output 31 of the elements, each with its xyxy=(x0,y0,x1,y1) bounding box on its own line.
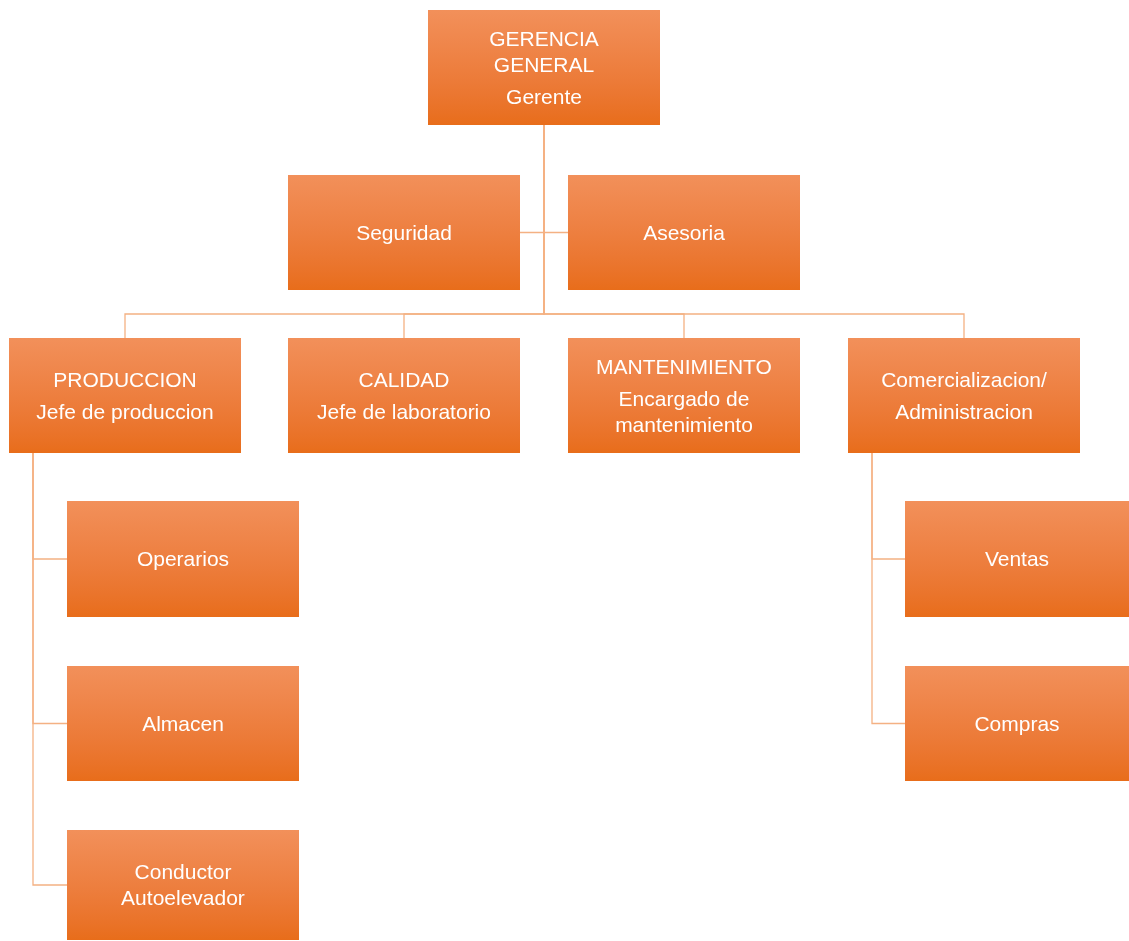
box-text: Jefe de laboratorio xyxy=(317,398,491,425)
org-box xyxy=(905,501,1129,617)
org-box xyxy=(848,338,1080,453)
box-text: Seguridad xyxy=(356,219,452,246)
org-box xyxy=(67,501,299,617)
box-text: Almacen xyxy=(142,710,224,737)
box-text: Administracion xyxy=(895,398,1033,425)
box-heading: GERENCIA GENERAL xyxy=(488,25,600,78)
org-box xyxy=(288,175,520,290)
org-box xyxy=(9,338,241,453)
connector-line xyxy=(871,452,906,725)
box-heading: Comercializacion/ xyxy=(881,366,1047,393)
box-heading: CALIDAD xyxy=(358,366,450,393)
box-text: Gerente xyxy=(506,83,582,110)
org-box xyxy=(428,10,660,125)
box-text: Encargado de mantenimiento xyxy=(614,385,754,438)
box-text: Asesoria xyxy=(643,219,725,246)
org-box xyxy=(67,830,299,940)
org-box xyxy=(568,175,800,290)
box-text: Jefe de produccion xyxy=(36,398,214,425)
org-box xyxy=(905,666,1129,781)
box-heading: MANTENIMIENTO xyxy=(596,353,772,380)
box-text: Ventas xyxy=(984,546,1050,572)
box-text: Conductor Autoelevador xyxy=(120,859,246,911)
org-box xyxy=(568,338,800,453)
box-text: Compras xyxy=(974,710,1060,737)
box-heading: PRODUCCION xyxy=(53,366,197,393)
org-box xyxy=(288,338,520,453)
connector-line xyxy=(32,452,68,886)
box-text: Operarios xyxy=(136,546,230,572)
org-box xyxy=(67,666,299,781)
